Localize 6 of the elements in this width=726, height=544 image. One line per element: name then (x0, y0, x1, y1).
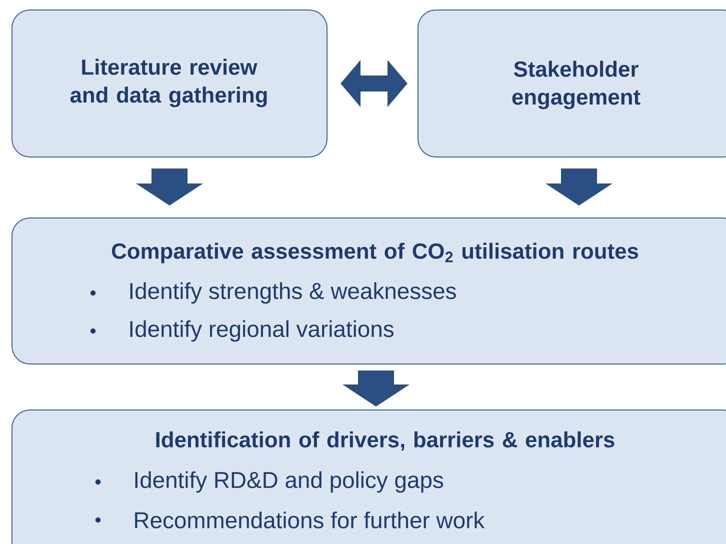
process-box: Stakeholder engagement (418, 10, 726, 158)
bullet-text: Identify strengths & weaknesses (130, 282, 456, 304)
process-box: Literature review and data gathering (12, 10, 328, 158)
bullet-text: Recommendations for further work (135, 512, 485, 528)
bullet-text: Identify regional variations (130, 320, 394, 342)
bullet-text: Identify RD&D and policy gaps (135, 471, 444, 493)
